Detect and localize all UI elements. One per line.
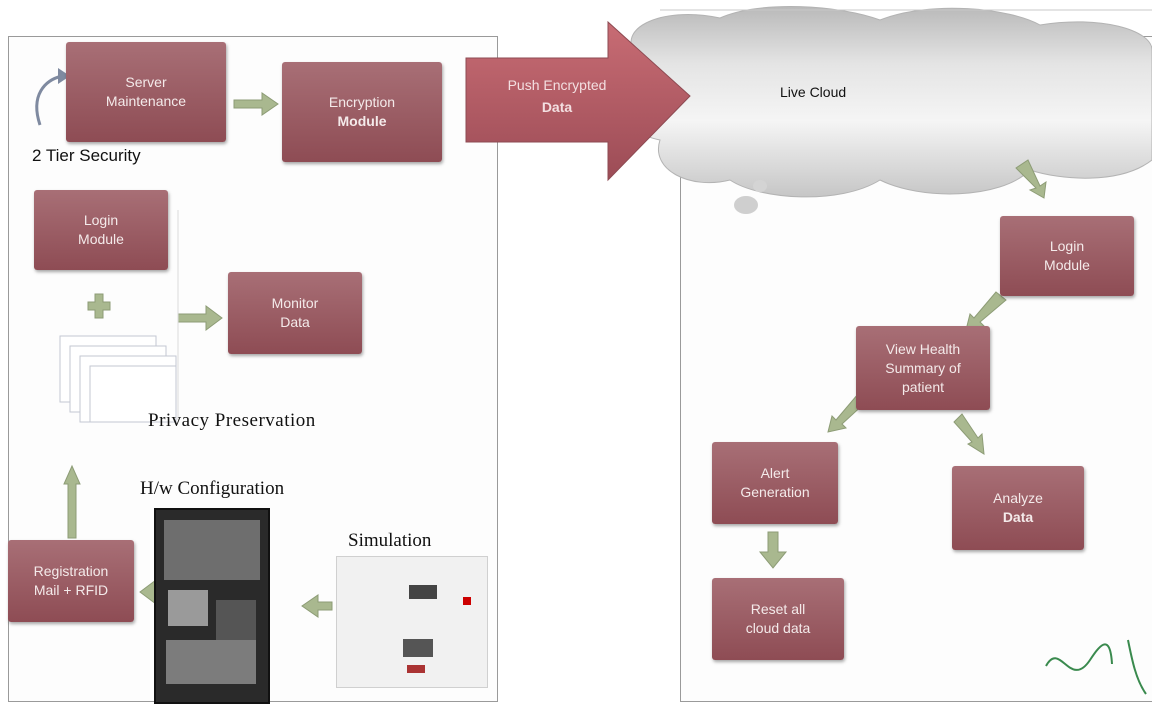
cloud-shape <box>621 5 1152 214</box>
reset-line-2: cloud data <box>745 620 811 636</box>
hw-config-label: H/w Configuration <box>140 478 285 499</box>
simulation-label: Simulation <box>348 530 432 551</box>
encryption-line-2: Module <box>337 113 387 129</box>
document-stack <box>59 335 177 423</box>
signature-mark <box>1045 639 1147 695</box>
reset-data-box: Reset all cloud data <box>712 578 844 660</box>
monitor-data-box: Monitor Data <box>228 272 362 354</box>
server-maintenance-box: Server Maintenance <box>66 42 226 142</box>
flow-arrows <box>63 92 1047 618</box>
view-health-box: View Health Summary of patient <box>856 326 990 410</box>
analyze-data-box: Analyze Data <box>952 466 1084 550</box>
analyze-line-1: Analyze <box>993 490 1043 506</box>
server-line-1: Server <box>125 74 167 90</box>
login-left-line-2: Module <box>78 231 124 247</box>
push-arrow-shape <box>465 20 691 182</box>
monitor-line-2: Data <box>280 314 310 330</box>
reset-line-1: Reset all <box>750 601 806 617</box>
alert-line-1: Alert <box>760 465 790 481</box>
login-right-line-2: Module <box>1044 257 1090 273</box>
registration-line-1: Registration <box>33 563 109 579</box>
simulation-image <box>336 556 488 688</box>
push-line-1: Push Encrypted <box>507 77 607 93</box>
login-module-box-right: Login Module <box>1000 216 1134 296</box>
cloud-label: Live Cloud <box>780 84 847 100</box>
login-left-line-1: Login <box>83 212 119 228</box>
hardware-photo <box>154 508 270 704</box>
alert-line-2: Generation <box>740 484 810 500</box>
view-line-1: View Health <box>885 340 961 357</box>
registration-line-2: Mail + RFID <box>33 582 109 598</box>
login-module-box-left: Login Module <box>34 190 168 270</box>
push-line-2: Data <box>541 99 573 115</box>
view-line-3: patient <box>901 378 945 395</box>
registration-box: Registration Mail + RFID <box>8 540 134 622</box>
view-line-2: Summary of <box>885 359 961 376</box>
security-label: 2 Tier Security <box>32 146 141 165</box>
encryption-module-box: Encryption Module <box>282 62 442 162</box>
monitor-line-1: Monitor <box>271 295 319 311</box>
privacy-label: Privacy Preservation <box>148 410 316 431</box>
encryption-line-1: Encryption <box>328 94 396 110</box>
alert-generation-box: Alert Generation <box>712 442 838 524</box>
login-right-line-1: Login <box>1049 238 1085 254</box>
server-line-2: Maintenance <box>105 93 187 109</box>
analyze-line-2: Data <box>1002 509 1034 525</box>
push-arrow-text: Push Encrypted Data <box>472 74 642 118</box>
